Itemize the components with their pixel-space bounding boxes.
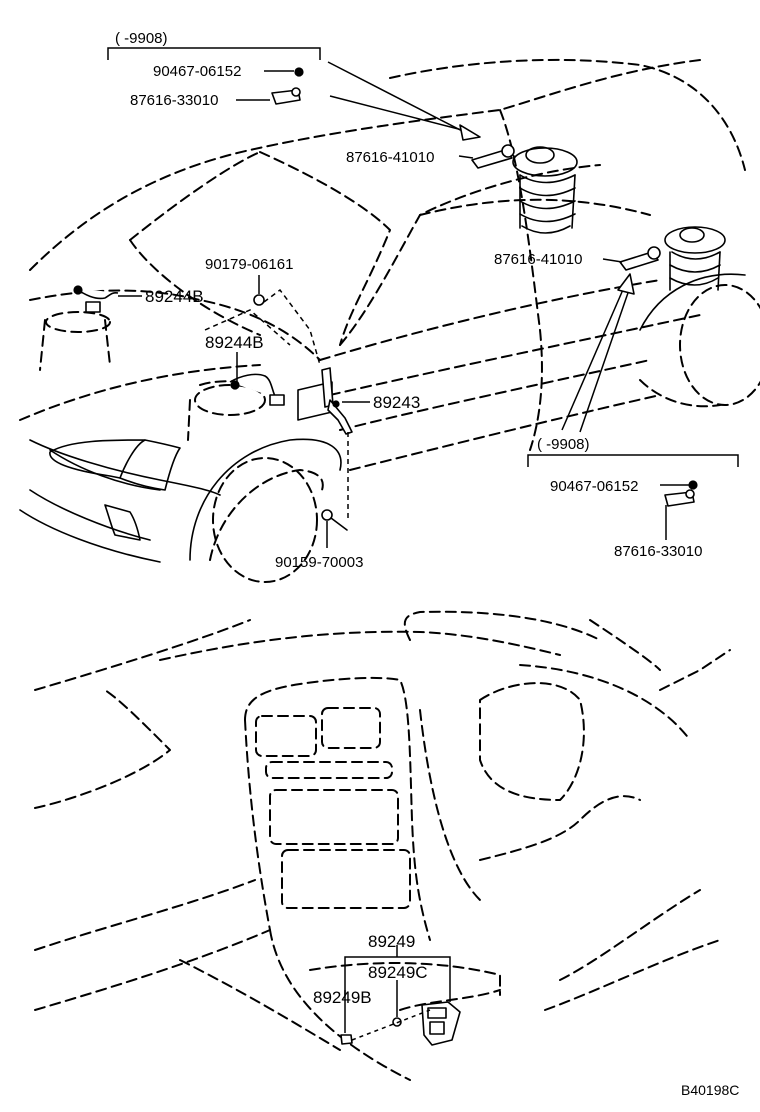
- range-label-top: ( -9908): [115, 30, 168, 47]
- bracket-87616-33010-top: [271, 87, 301, 105]
- part-label-89249b: 89249B: [313, 988, 372, 1007]
- vehicle-body-outline: [19, 58, 760, 583]
- sensor-sub-assembly-89244b-front: [229, 373, 285, 406]
- part-label-87616-41010-front: 87616-41010: [346, 149, 434, 166]
- front-coil-spring: [512, 146, 578, 234]
- leader-lines-lower: [344, 945, 451, 1041]
- height-sensor-89243: [297, 367, 353, 435]
- nut-90179-06161: [253, 294, 265, 306]
- switch-89249: [421, 1001, 461, 1046]
- part-label-87616-33010-bottom: 87616-33010: [614, 543, 702, 560]
- part-label-90467-06152-bottom: 90467-06152: [550, 478, 638, 495]
- bracket-87616-41010-front: [471, 144, 515, 169]
- part-label-87616-33010-top: 87616-33010: [130, 92, 218, 109]
- part-label-90179-06161: 90179-06161: [205, 256, 293, 273]
- part-label-89249: 89249: [368, 932, 415, 951]
- bolt-90159-70003: [321, 509, 348, 531]
- part-labels: ( -9908) 90467-06152 87616-33010 87616-4…: [115, 30, 739, 1098]
- bracket-87616-33010-bottom: [664, 489, 695, 507]
- part-label-87616-41010-rear: 87616-41010: [494, 251, 582, 268]
- screw-89249b: [340, 1034, 353, 1045]
- part-label-89243: 89243: [373, 393, 420, 412]
- part-label-89244b-front: 89244B: [205, 333, 264, 352]
- sensor-sub-assembly-89244b-side: [73, 285, 119, 313]
- part-label-89244b-side: 89244B: [145, 287, 204, 306]
- nut-90467-06152-bottom: [688, 480, 698, 490]
- part-label-89249c: 89249C: [368, 963, 428, 982]
- part-label-90159-70003: 90159-70003: [275, 554, 363, 571]
- rear-coil-spring: [664, 226, 726, 291]
- interior-outline: [34, 610, 731, 1081]
- range-label-bottom: ( -9908): [537, 436, 590, 453]
- part-label-90467-06152-top: 90467-06152: [153, 63, 241, 80]
- nut-90467-06152-top: [294, 67, 304, 77]
- bracket-87616-41010-rear: [619, 246, 661, 271]
- leader-lines-upper: [107, 47, 739, 548]
- drawing-id: B40198C: [681, 1082, 739, 1098]
